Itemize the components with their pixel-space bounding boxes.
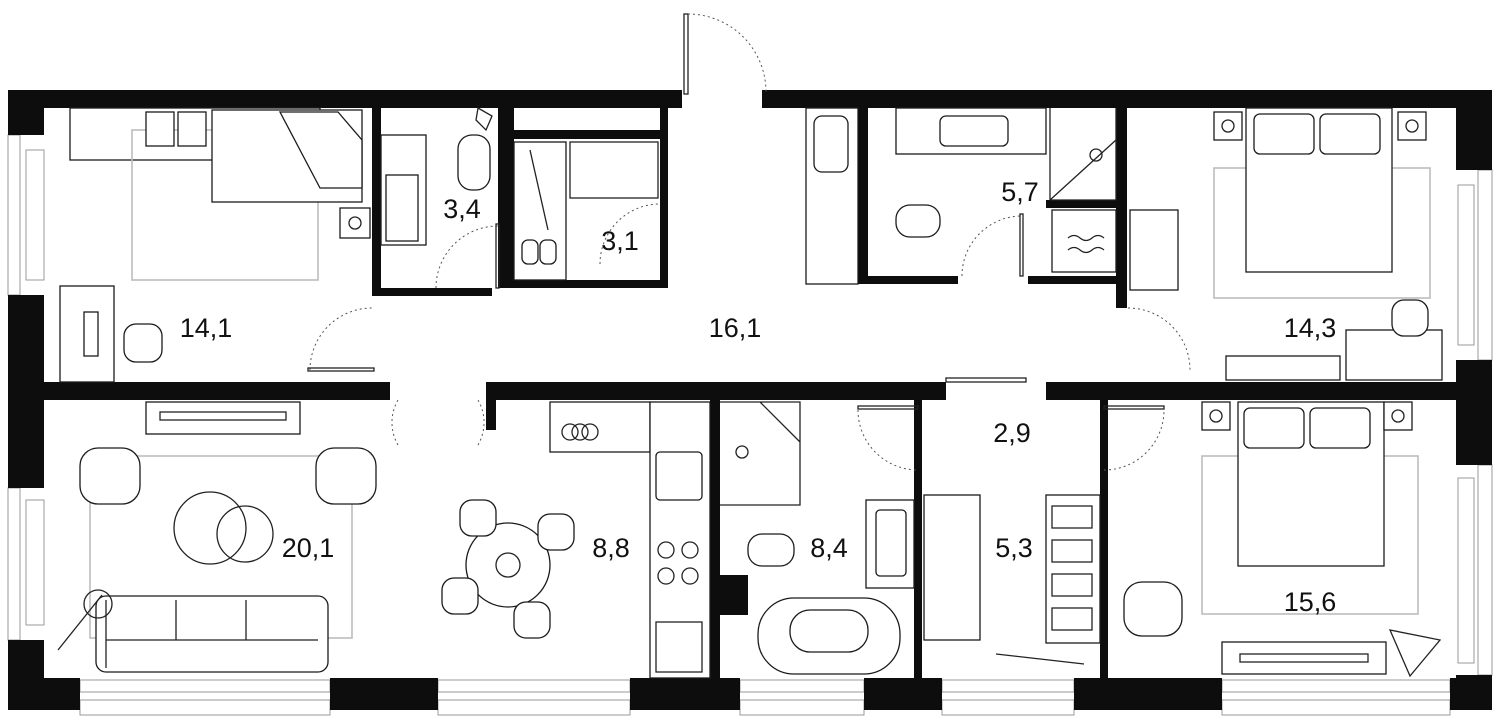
walls: [8, 90, 1492, 710]
storage-fixtures: [513, 141, 659, 281]
left-bedroom-furniture: [59, 107, 371, 383]
area-label-bathroom-lower: 8,4: [810, 533, 848, 563]
entrance-door: [683, 13, 767, 95]
area-label-small-hall: 2,9: [993, 418, 1031, 448]
interior-doors: [307, 203, 1191, 471]
area-labels: 14,1 3,4 3,1 16,1 5,7 14,3 20,1 8,8 8,4 …: [180, 177, 1337, 617]
lower-right-bedroom-furniture: [1123, 401, 1442, 678]
dressing-room-fixtures: [923, 494, 1101, 665]
area-label-bathroom-small: 3,4: [443, 194, 481, 224]
area-label-kitchen: 8,8: [592, 533, 630, 563]
area-label-hallway: 16,1: [709, 313, 762, 343]
area-label-bedroom-lower-right: 15,6: [1284, 587, 1337, 617]
living-room-furniture: [57, 401, 377, 673]
windows: [7, 134, 1493, 716]
area-label-living-room: 20,1: [282, 533, 335, 563]
area-label-bedroom-left: 14,1: [180, 313, 233, 343]
area-label-dressing-room: 5,3: [995, 533, 1033, 563]
kitchen-furniture: [441, 401, 711, 679]
small-bathroom-fixtures: [380, 106, 493, 246]
upper-bathroom-fixtures: [805, 107, 1117, 285]
lower-bathroom-fixtures: [720, 401, 915, 675]
area-label-bedroom-upper-right: 14,3: [1284, 313, 1337, 343]
upper-right-bedroom-furniture: [1129, 107, 1443, 381]
area-label-bathroom-upper: 5,7: [1001, 177, 1039, 207]
area-label-storage-closet: 3,1: [601, 226, 639, 256]
